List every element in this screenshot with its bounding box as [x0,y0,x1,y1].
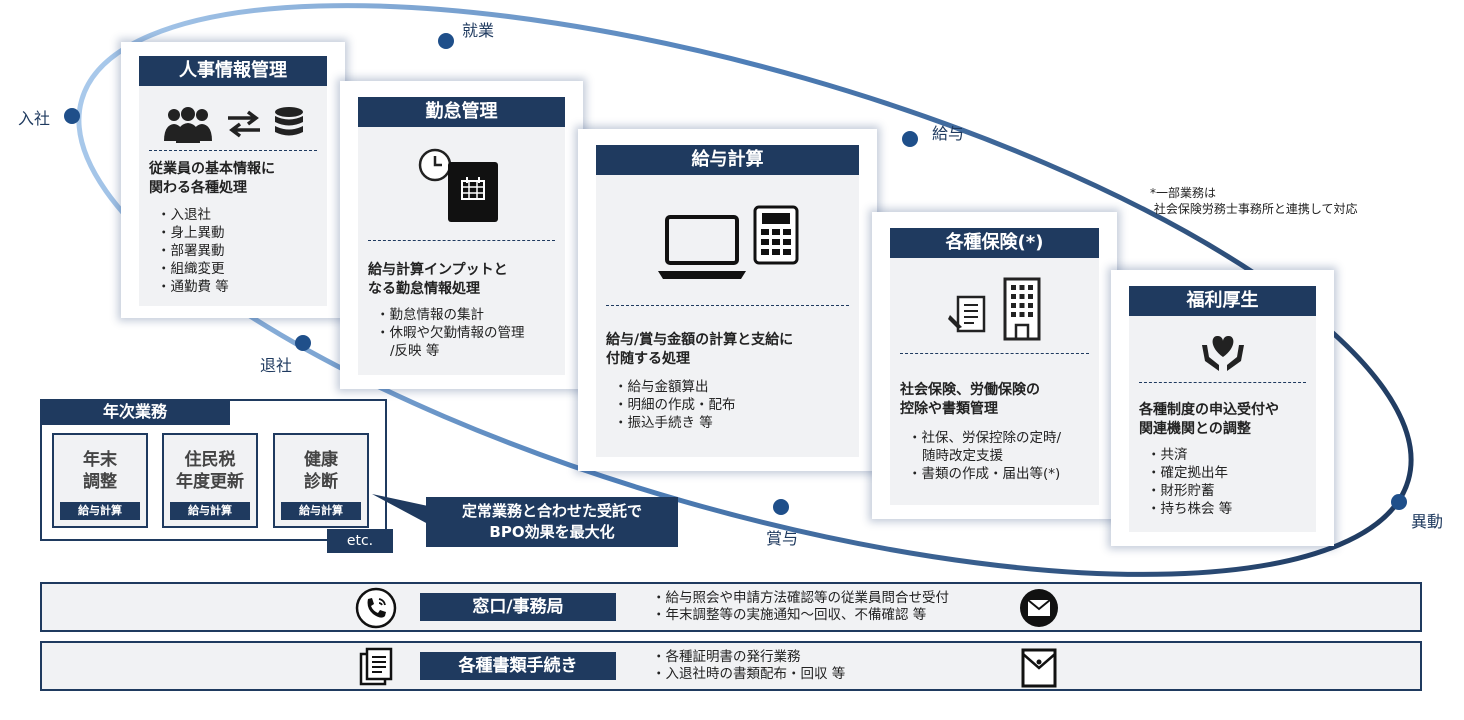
people-icon [164,107,212,143]
list-item: 明細の作成・配布 [614,396,855,414]
card-heading-line: 関わる各種処理 [149,180,247,196]
card-heading-line: 控除や書類管理 [900,401,998,417]
phone-icon [355,587,397,629]
lifecycle-label-bonus: 賞与 [766,529,799,548]
annual-box-health-check: 健康 診断 給与計算 [273,433,369,528]
list-item: 書類の作成・届出等(*) [908,465,1095,483]
lifecycle-dot-join [64,108,80,124]
row-label: 窓口/事務局 [420,593,616,621]
lifecycle-dot-employment [438,33,454,49]
envelope-document-icon [1021,648,1057,688]
list-item: 年末調整等の実施通知～回収、不備確認 等 [652,607,949,624]
footnote: *一部業務は 社会保険労務士事務所と連携して対応 [1150,186,1358,216]
card-heading-line: 社会保険、労働保険の [900,382,1040,398]
row-service-desk: 窓口/事務局 給与照会や申請方法確認等の従業員問合せ受付 年末調整等の実施通知～… [40,582,1422,632]
lifecycle-label-leave: 退社 [260,356,293,375]
mail-icon [1020,589,1058,627]
calendar-icon [447,162,498,222]
card-heading-line: 従業員の基本情報に [149,161,275,177]
callout-pointer [372,494,428,524]
card-heading-line: 付随する処理 [606,351,690,367]
card-heading-line: 給与/賞与金額の計算と支給に [606,332,794,348]
lifecycle-dot-transfer [1391,494,1407,510]
document-pen-icon [947,295,985,333]
annual-box-tag: 給与計算 [281,502,361,520]
calculator-icon [753,205,798,265]
annual-box-tag: 給与計算 [60,502,140,520]
card-title: 福利厚生 [1129,286,1316,316]
lifecycle-label-transfer: 異動 [1411,512,1444,531]
annual-box-tag: 給与計算 [170,502,250,520]
lifecycle-dot-leave [295,335,311,351]
list-item: 確定拠出年 [1147,464,1312,482]
lifecycle-ellipse [76,3,1414,577]
list-item: 給与照会や申請方法確認等の従業員問合せ受付 [652,590,950,607]
list-item: 振込手続き 等 [614,414,855,432]
laptop-icon [657,215,746,279]
lifecycle-label-employment: 就業 [462,21,495,40]
etc-badge: etc. [327,529,393,553]
annual-tasks-title: 年次業務 [40,399,230,425]
card-title: 各種保険(*) [890,228,1099,258]
list-item: 部署異動 [157,242,323,260]
card-title: 人事情報管理 [139,56,327,86]
lifecycle-label-join: 入社 [18,109,51,128]
list-item: 社保、労保控除の定時/ [908,429,1095,447]
row-document-procedures: 各種書類手続き 各種証明書の発行業務 入退社時の書類配布・回収 等 [40,641,1422,691]
list-item: 入退社時の書類配布・回収 等 [652,666,846,683]
card-heading-line: 関連機関との調整 [1139,421,1251,437]
list-item: 勤怠情報の集計 [376,306,561,324]
annual-box-label: 年末 調整 [83,450,117,492]
card-heading-line: 各種制度の申込受付や [1139,402,1279,418]
list-item: 持ち株会 等 [1147,500,1312,518]
card-payroll: 給与計算 給与/賞与金額の計算と支給に 付随する処理 給与金額算出 [578,129,877,471]
card-heading-line: 給与計算インプットと [368,262,508,278]
card-title: 給与計算 [596,145,859,175]
database-icon [275,107,303,136]
list-item: 身上異動 [157,224,323,242]
list-item: 随時改定支援 [922,448,1003,464]
list-item: 通勤費 等 [157,278,323,296]
card-welfare: 福利厚生 各種制度の申込受付や 関連機関との調整 共済 確定拠出年 財形貯蓄 持… [1111,270,1334,546]
card-title: 勤怠管理 [358,97,565,127]
list-item: /反映 等 [390,343,440,359]
exchange-arrows-icon [228,110,260,138]
list-item: 給与金額算出 [614,378,855,396]
list-item: 休暇や欠勤情報の管理 [376,324,561,342]
annual-box-label: 健康 診断 [304,450,338,492]
bpo-callout: 定常業務と合わせた受託で BPO効果を最大化 [426,497,678,547]
card-hr-info: 人事情報管理 従業員の基本情報に 関わる各種処理 入退社 身上異 [121,42,345,318]
list-item: 共済 [1147,446,1312,464]
lifecycle-dot-salary [902,131,918,147]
list-item: 財形貯蓄 [1147,482,1312,500]
lifecycle-label-salary: 給与 [932,124,965,143]
card-insurance: 各種保険(*) 社会保険、労働保険の 控除や書類管理 [872,212,1117,519]
annual-box-year-end: 年末 調整 給与計算 [52,433,148,528]
list-item: 各種証明書の発行業務 [652,649,845,666]
building-icon [1003,277,1040,341]
annual-box-resident-tax: 住民税 年度更新 給与計算 [162,433,258,528]
card-heading-line: なる勤怠情報処理 [368,281,480,297]
annual-box-label: 住民税 年度更新 [176,450,244,492]
heart-hands-icon [1201,335,1244,371]
list-item: 入退社 [157,206,323,224]
card-attendance: 勤怠管理 給与計算インプットと なる勤怠情報処理 勤怠情報の集計 [340,81,583,389]
lifecycle-dot-bonus [773,499,789,515]
row-label: 各種書類手続き [420,652,616,680]
documents-icon [359,647,393,686]
list-item: 組織変更 [157,260,323,278]
